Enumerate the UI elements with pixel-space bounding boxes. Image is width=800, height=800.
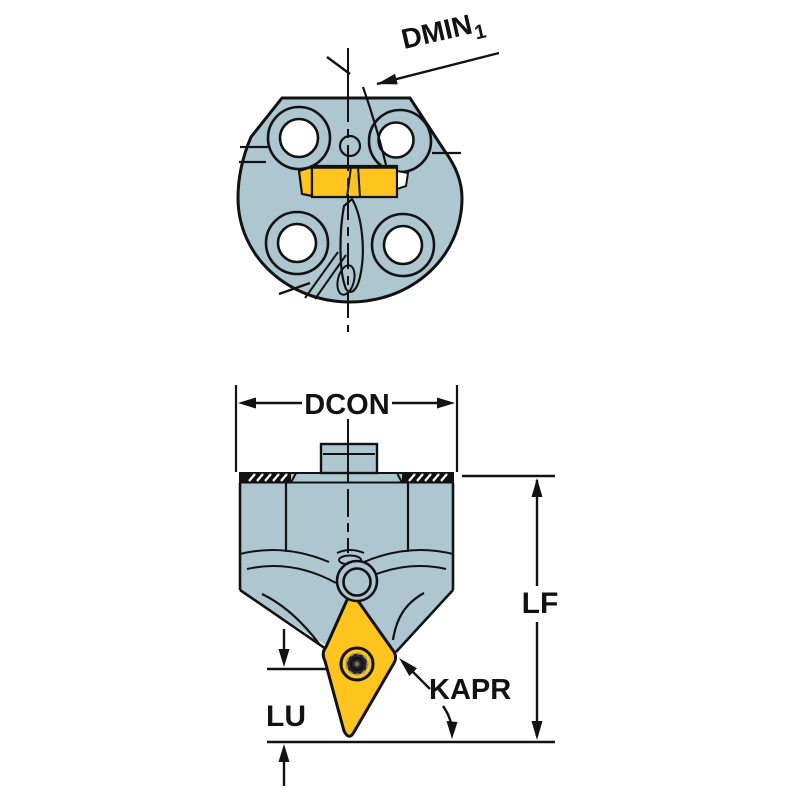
lf-dimension: LF [267,474,559,744]
center-pin-circle [338,134,362,158]
bolt-hole-bottom-right [370,212,436,278]
dcon-label: DCON [304,389,389,421]
dcon-dimension: DCON [234,385,459,472]
dmin1-leader-line [376,51,500,86]
insert-screw [339,646,375,682]
lf-label: LF [522,587,559,620]
band-platform [289,472,404,484]
top-view-centerline [326,48,351,332]
bolt-hole-bottom-left [264,210,330,276]
lu-label: LU [266,700,306,733]
insert-top-view [297,164,410,199]
coupling-band [239,472,454,484]
serration-hatching [248,473,448,482]
clamp-screw-boss [335,559,379,603]
dmin1-label: DMIN1 [398,6,488,61]
pocket-contour-lines [278,197,364,300]
kapr-annotation: KAPR [399,658,511,739]
kapr-label: KAPR [429,674,511,706]
top-view: DMIN1 [236,6,500,332]
lu-dimension: LU [266,629,326,786]
head-facet-lines [239,145,461,164]
dmin1-arrowhead [377,73,398,85]
bolt-hole-top-left [266,105,332,171]
dmin1-bore-line [361,86,388,166]
side-view: DCON LF LU KAPR [234,385,559,786]
body-surface-lines [261,483,425,646]
